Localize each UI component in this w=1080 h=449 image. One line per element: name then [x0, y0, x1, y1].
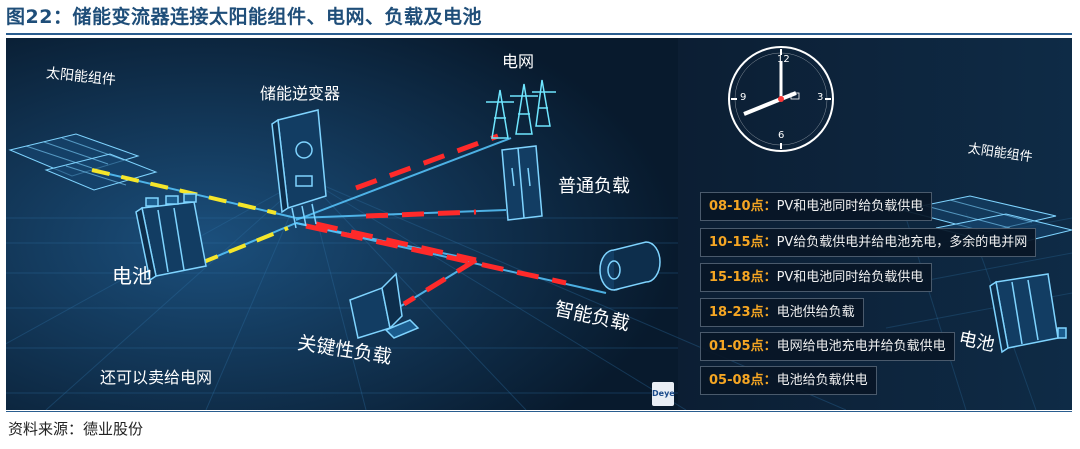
clock-number-3: 3: [817, 92, 824, 103]
schedule-desc: PV和电池同时给负载供电: [776, 270, 924, 285]
diagram-panel: 太阳能组件 储能逆变器 电网 普通负载 电池 智能负载 关键性负载 还可以卖给电…: [6, 38, 1072, 410]
bottom-rule: [6, 411, 1072, 412]
schedule-desc: PV和电池同时给负载供电: [776, 199, 924, 214]
load-grid-flow: [305, 133, 567, 307]
battery-right-icon: [989, 273, 1067, 354]
schedule-desc: 电池供给负载: [776, 305, 855, 320]
battery-left-icon: [135, 193, 207, 282]
clock-icon: [728, 46, 834, 152]
schedule-time: 10-15点：: [709, 235, 777, 250]
inverter-icon: [271, 109, 327, 229]
normal-load-icon: [501, 145, 543, 221]
inverter-label: 储能逆变器: [260, 84, 341, 103]
diagram-canvas: [6, 38, 1072, 410]
clock-number-6: 6: [778, 130, 785, 141]
schedule-time: 08-10点：: [709, 199, 777, 214]
schedule-time: 18-23点：: [709, 305, 777, 320]
schedule-desc: 电池给负载供电: [776, 373, 868, 388]
schedule-item: 15-18点：PV和电池同时给负载供电: [700, 263, 933, 292]
sell-to-grid-label: 还可以卖给电网: [100, 368, 213, 387]
schedule-desc: PV给负载供电并给电池充电，多余的电并网: [776, 235, 1028, 250]
figure-title: 图22：储能变流器连接太阳能组件、电网、负载及电池: [6, 6, 482, 28]
schedule-item: 10-15点：PV给负载供电并给电池充电，多余的电并网: [700, 228, 1037, 257]
source-note: 资料来源：德业股份: [8, 420, 144, 438]
schedule-item: 05-08点：电池给负载供电: [700, 366, 877, 395]
schedule-item: 01-05点：电网给电池充电并给负载供电: [700, 332, 955, 361]
schedule-item: 08-10点：PV和电池同时给负载供电: [700, 192, 933, 221]
schedule-desc: 电网给电池充电并给负载供电: [776, 339, 946, 354]
battery-left-label: 电池: [112, 264, 152, 288]
deye-logo: Deye: [652, 382, 675, 406]
schedule-item: 18-23点：电池供给负载: [700, 298, 864, 327]
schedule-time: 05-08点：: [709, 373, 777, 388]
left-background: [6, 38, 678, 410]
grid-tower-icon: [486, 79, 556, 139]
clock-number-9: 9: [740, 92, 747, 103]
normal-load-label: 普通负载: [558, 176, 630, 197]
title-underline: [6, 33, 1072, 35]
critical-load-icon: [349, 272, 420, 339]
grid-label: 电网: [502, 52, 535, 71]
schedule-time: 01-05点：: [709, 339, 777, 354]
solar-battery-flow: [91, 168, 289, 265]
smart-load-icon: [599, 241, 661, 291]
schedule-time: 15-18点：: [709, 270, 777, 285]
clock-number-12: 12: [777, 54, 790, 65]
